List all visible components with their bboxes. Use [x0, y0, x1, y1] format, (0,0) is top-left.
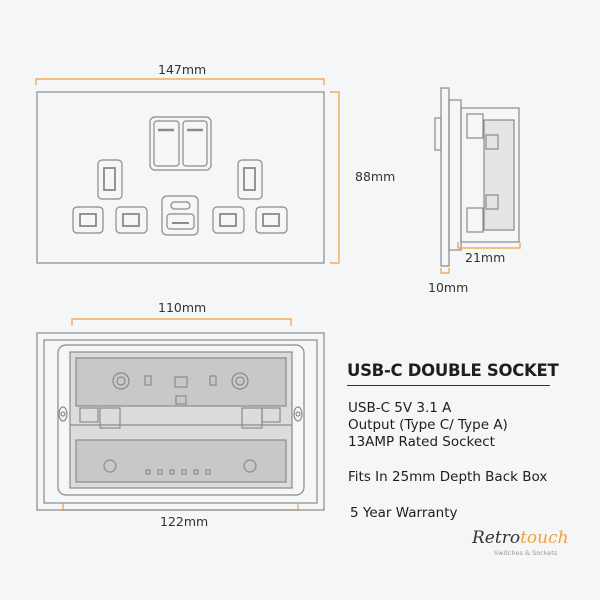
back-inner-width-label: 110mm	[158, 300, 206, 315]
usb-c-port	[170, 201, 191, 210]
side-body	[448, 99, 462, 251]
brand-tagline: Switches & Sockets	[494, 549, 558, 557]
usb-module	[161, 195, 199, 236]
side-view	[434, 87, 521, 274]
spec-line: 13AMP Rated Sockect	[348, 434, 495, 450]
spec-line: Output (Type C/ Type A)	[348, 417, 508, 433]
brand-logo: Retrotouch Switches & Sockets	[472, 528, 569, 557]
earth-pin-left	[97, 159, 123, 200]
side-depth-label: 21mm	[465, 250, 505, 265]
back-plate	[36, 332, 325, 511]
rocker-switch-right	[182, 120, 208, 167]
side-faceplate	[440, 87, 450, 267]
switch-block	[149, 116, 212, 171]
earth-pin-right	[237, 159, 263, 200]
fit-info: Fits In 25mm Depth Back Box	[348, 469, 548, 485]
warranty-info: 5 Year Warranty	[350, 505, 458, 521]
back-view	[36, 318, 325, 511]
spec-line: USB-C 5V 3.1 A	[348, 400, 452, 416]
product-title: USB-C DOUBLE SOCKET	[347, 361, 559, 380]
brand-name-part2: touch	[520, 528, 569, 548]
usb-a-port	[166, 213, 195, 230]
back-outer-width-label: 122mm	[160, 514, 208, 529]
title-divider	[347, 385, 550, 386]
front-width-label: 147mm	[158, 62, 206, 77]
brand-name-part1: Retro	[472, 528, 521, 548]
side-plate-label: 10mm	[428, 280, 468, 295]
rocker-switch-left	[153, 120, 180, 167]
width-dimension-line	[35, 78, 325, 85]
mounting-frame	[57, 344, 305, 496]
faceplate	[36, 91, 325, 264]
height-dimension-line	[330, 91, 340, 264]
front-height-label: 88mm	[355, 169, 395, 184]
front-view	[35, 78, 340, 264]
